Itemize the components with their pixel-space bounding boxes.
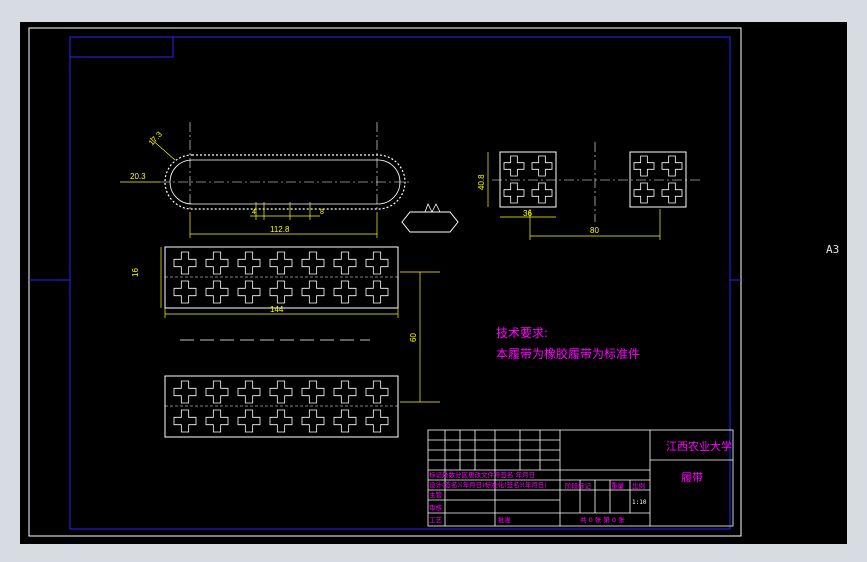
- belt-plan-view: [164, 246, 399, 309]
- tread-lug: [301, 251, 325, 275]
- title-label-audit: 审核: [429, 503, 443, 512]
- title-sheets: 共 0 张 第 0 张: [580, 515, 625, 524]
- tread-lug: [333, 409, 357, 433]
- tread-lug: [301, 380, 325, 404]
- belt-underside-view: [164, 375, 399, 438]
- tread-lug: [269, 380, 293, 404]
- dim-belt-length: 144: [270, 305, 284, 314]
- tread-lug: [173, 409, 197, 433]
- tread-lug: [237, 251, 261, 275]
- tread-lug: [365, 409, 389, 433]
- title-label-stage: 阶段标记: [565, 481, 592, 490]
- block-top-views: [499, 151, 687, 208]
- title-label-approve: 批准: [498, 515, 512, 524]
- dim-pitch: 20.3: [130, 172, 146, 181]
- tread-lug: [531, 155, 553, 177]
- sheet-size-label: A3: [826, 243, 840, 256]
- tread-lug: [333, 251, 357, 275]
- tread-lug: [633, 182, 655, 204]
- tread-lug: [301, 409, 325, 433]
- tread-lug: [503, 182, 525, 204]
- track-side-view: [160, 122, 410, 212]
- tread-lug: [633, 155, 655, 177]
- tread-lug: [365, 280, 389, 304]
- dim-block-width: 36: [523, 209, 532, 218]
- tread-lug: [205, 251, 229, 275]
- tread-lug: [205, 380, 229, 404]
- belt-outline: [164, 375, 399, 438]
- notes-line1: 本履带为橡胶履带为标准件: [496, 346, 640, 361]
- corner-mark: [69, 36, 174, 58]
- dim-belt-width: 16: [131, 268, 140, 277]
- sheet-frame: [28, 27, 742, 537]
- title-row-design: 设计(签名)(年月日)标准化(签名)(年月日): [429, 480, 547, 489]
- tread-lug: [269, 280, 293, 304]
- dim-small-b: 8: [320, 209, 324, 216]
- title-label-main: 主管: [429, 490, 443, 499]
- dim-track-length: 112.8: [270, 225, 290, 234]
- tread-lug: [365, 380, 389, 404]
- tread-lug: [205, 280, 229, 304]
- dim-radius: 17.3: [147, 129, 164, 147]
- title-row-record: 标记处数分区更改文件号签名 年月日: [429, 470, 535, 479]
- tread-lug: [205, 409, 229, 433]
- cad-viewport[interactable]: 17.3 20.3 112.8 4 8 40.8 36 80 16 144 60…: [20, 22, 847, 544]
- tread-lug: [661, 182, 683, 204]
- dim-small-a: 4: [252, 209, 256, 216]
- tread-lug: [237, 380, 261, 404]
- tread-lug: [173, 251, 197, 275]
- title-label-craft: 工艺: [429, 516, 443, 524]
- dim-belt-gap: 60: [409, 333, 418, 342]
- track-dimensions: [120, 137, 378, 238]
- track-profile-section: [401, 211, 459, 233]
- block-outline: [629, 151, 687, 208]
- title-scale-value: 1:10: [632, 499, 647, 506]
- block-dimensions: [487, 152, 661, 240]
- title-block: [427, 429, 734, 527]
- tread-lug: [365, 251, 389, 275]
- tread-lug: [269, 251, 293, 275]
- tread-lug: [269, 409, 293, 433]
- belt-outline: [164, 246, 399, 309]
- tread-lug: [301, 280, 325, 304]
- dim-block-height: 40.8: [477, 174, 486, 190]
- notes-heading: 技术要求:: [496, 326, 548, 340]
- title-part-name: 履带: [681, 471, 703, 484]
- title-label-weight: 重量: [611, 482, 625, 490]
- belt-dimensions: [160, 247, 440, 403]
- tread-lug: [237, 280, 261, 304]
- dim-block-spacing: 80: [590, 226, 599, 235]
- tread-lug: [237, 409, 261, 433]
- tread-lug: [173, 380, 197, 404]
- block-outline: [499, 151, 557, 208]
- tread-lug: [661, 155, 683, 177]
- track-profile-detail: [424, 203, 441, 213]
- title-label-scale: 比例: [632, 481, 645, 490]
- tread-lug: [333, 280, 357, 304]
- tread-lug: [333, 380, 357, 404]
- title-university: 江西农业大学: [666, 439, 732, 453]
- tread-lug: [503, 155, 525, 177]
- drawing-border: [69, 36, 731, 530]
- tread-lug: [173, 280, 197, 304]
- tread-lug: [531, 182, 553, 204]
